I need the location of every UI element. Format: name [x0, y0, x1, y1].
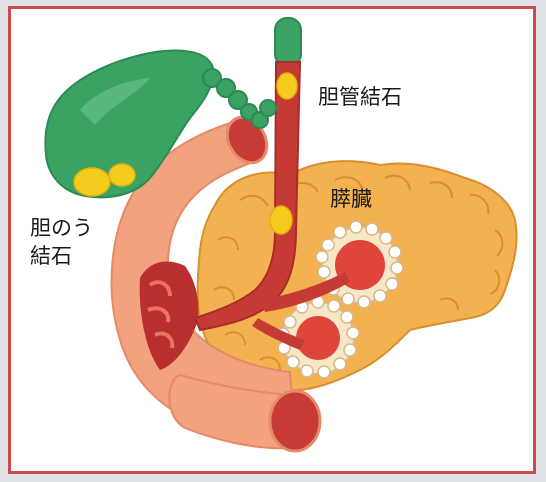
gallstone-label-line1: 胆のう [30, 215, 93, 241]
bile-duct-stone-label: 胆管結石 [318, 84, 402, 110]
pancreas-label: 膵臓 [330, 186, 372, 212]
gallstone-label-line2: 結石 [30, 243, 72, 269]
